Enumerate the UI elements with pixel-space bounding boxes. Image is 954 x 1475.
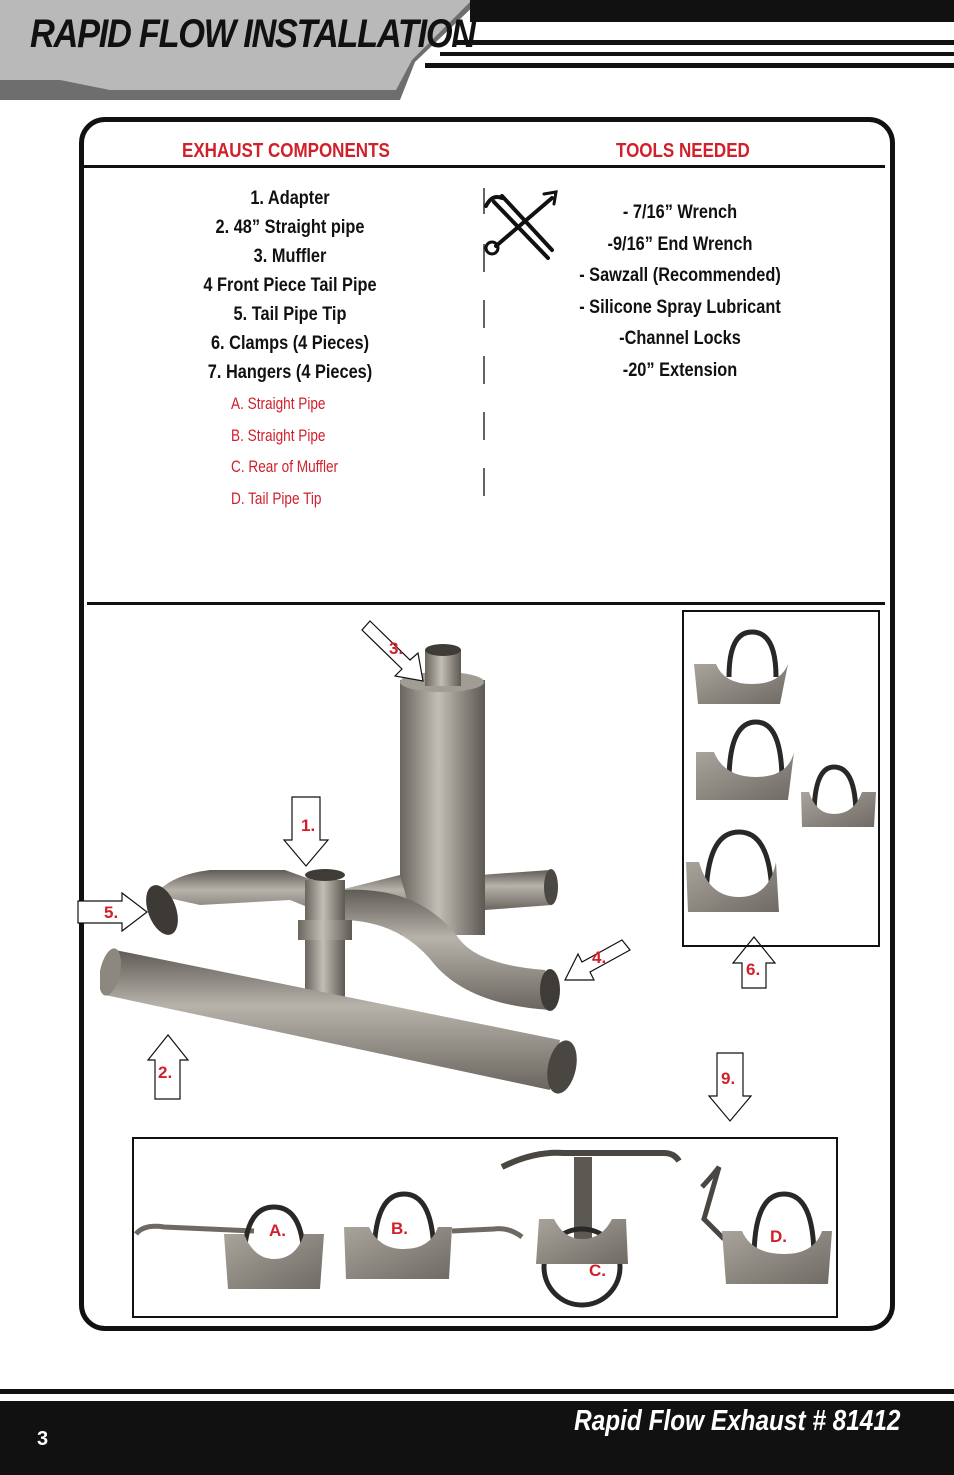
arrow-5-shape	[77, 891, 148, 933]
hangers-photo	[134, 1149, 832, 1308]
callout-4: 4.	[592, 948, 607, 967]
list-item: - Sawzall (Recommended)	[579, 265, 781, 286]
list-item: D. Tail Pipe Tip	[231, 488, 322, 508]
arrow-4-shape	[564, 939, 631, 981]
components-list: 1. Adapter 2. 48” Straight pipe 3. Muffl…	[160, 184, 420, 387]
list-item: A. Straight Pipe	[231, 394, 326, 413]
arrow-1-shape	[282, 796, 330, 867]
list-item: 2. 48” Straight pipe	[215, 217, 365, 238]
arrow-6-shape	[731, 936, 777, 989]
list-item: 4 Front Piece Tail Pipe	[203, 275, 377, 296]
list-item: -9/16” End Wrench	[607, 233, 753, 255]
list-item: C. Rear of Muffler	[231, 457, 339, 476]
callout-c: C.	[589, 1261, 606, 1280]
list-item: B. Straight Pipe	[231, 425, 326, 445]
section-divider	[87, 602, 885, 605]
callout-3: 3.	[389, 639, 404, 658]
callout-b: B.	[391, 1219, 408, 1238]
list-item: 1. Adapter	[250, 188, 330, 209]
arrow-2-shape	[146, 1034, 190, 1100]
footer-title: Rapid Flow Exhaust # 81412	[573, 1405, 900, 1437]
header-banner	[0, 0, 954, 100]
callout-d: D.	[770, 1227, 787, 1246]
hangers-photo-frame	[132, 1137, 838, 1318]
callout-1: 1.	[301, 816, 316, 835]
exhaust-components-heading: EXHAUST COMPONENTS	[182, 140, 390, 162]
callout-9: 9.	[721, 1069, 736, 1088]
list-item: - Silicone Spray Lubricant	[579, 296, 781, 318]
column-separator	[483, 188, 485, 496]
list-item: 3. Muffler	[253, 246, 327, 267]
wrench-pliers-icon	[484, 190, 558, 260]
page-title: RAPID FLOW INSTALLATION	[30, 12, 476, 56]
clamps-photo-frame	[682, 610, 880, 947]
page-number: 3	[37, 1428, 49, 1450]
callout-a: A.	[269, 1221, 286, 1240]
arrow-3-shape	[361, 620, 424, 682]
tools-needed-heading: TOOLS NEEDED	[616, 140, 750, 162]
list-item: -Channel Locks	[619, 328, 741, 349]
footer-rule	[0, 1389, 954, 1394]
header-divider	[84, 165, 885, 168]
exhaust-parts-photo	[100, 644, 577, 1094]
callout-2: 2.	[158, 1063, 173, 1082]
tools-list: - 7/16” Wrench -9/16” End Wrench - Sawza…	[540, 197, 820, 386]
list-item: - 7/16” Wrench	[622, 202, 738, 223]
clamps-photo	[686, 629, 876, 912]
content-panel	[79, 117, 895, 1331]
hanger-list: A. Straight Pipe B. Straight Pipe C. Rea…	[231, 388, 365, 514]
arrow-9-shape	[707, 1052, 753, 1122]
list-item: -20” Extension	[622, 359, 738, 381]
list-item: 6. Clamps (4 Pieces)	[210, 333, 370, 354]
list-item: 7. Hangers (4 Pieces)	[207, 362, 373, 383]
list-item: 5. Tail Pipe Tip	[233, 304, 347, 325]
callout-6: 6.	[746, 960, 761, 979]
callout-5: 5.	[104, 903, 119, 922]
footer-bar	[0, 1401, 954, 1475]
